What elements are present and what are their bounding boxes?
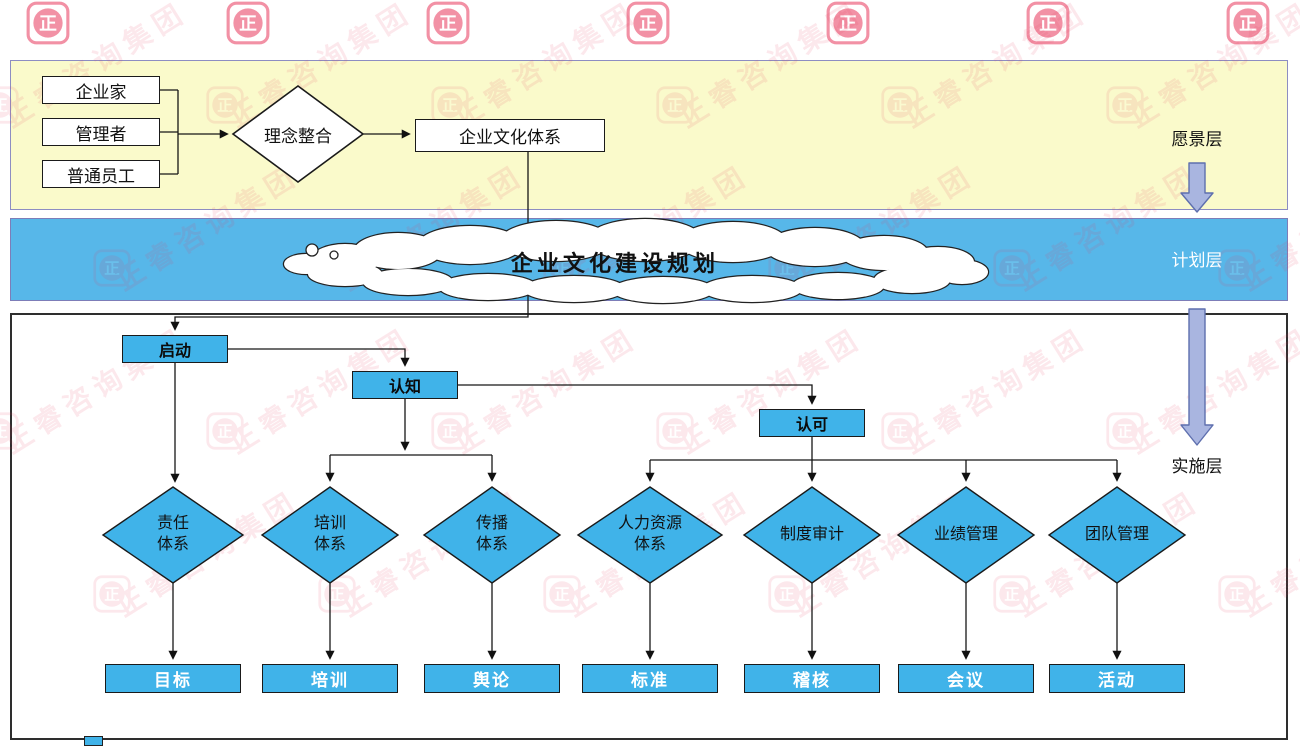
output-box-meeting: 会议 [898,664,1034,693]
stage-box-cognition: 认知 [352,371,458,399]
cropped-element-fragment [84,736,103,746]
source-box-entrepreneur: 企业家 [42,76,160,104]
output-box-standard: 标准 [582,664,718,693]
diamond-team-management [1047,486,1187,584]
diamond-label-hr: 人力资源 体系 [617,515,682,553]
plan-layer-label: 计划层 [1171,250,1223,270]
integration-diamond-label: 理念整合 [264,126,332,146]
diamond-communication-system [422,486,562,584]
output-box-training: 培训 [262,664,398,693]
culture-system-box: 企业文化体系 [415,119,605,152]
diamond-performance-management [896,486,1036,584]
cloud-title: 企业文化建设规划 [510,251,719,276]
output-box-activity: 活动 [1049,664,1185,693]
implementation-layer-label: 实施层 [1171,456,1223,476]
plan-to-implementation-arrow-icon [1180,308,1214,446]
diamond-responsibility-system [101,486,245,584]
vision-layer-label: 愿景层 [1171,129,1223,149]
integration-diamond [231,85,365,183]
stage-box-recognition: 认可 [759,409,865,437]
diamond-label-team: 团队管理 [1084,525,1149,543]
source-box-employee: 普通员工 [42,160,160,188]
thought-bubble-circle [329,250,339,260]
connector-lines [160,89,1122,660]
output-box-goal: 目标 [105,664,241,693]
diamond-label-performance: 业绩管理 [933,525,998,543]
diamond-label-responsibility: 责任 体系 [156,515,189,553]
diamond-training-system [260,486,400,584]
output-box-audit: 稽核 [744,664,880,693]
source-box-manager: 管理者 [42,118,160,146]
diamond-label-institution-audit: 制度审计 [779,525,844,543]
stage-box-start: 启动 [122,335,228,363]
vision-to-plan-arrow-icon [1180,162,1214,213]
diamond-institution-audit [742,486,882,584]
diamond-label-communication: 传播 体系 [475,515,508,553]
output-box-public-opinion: 舆论 [424,664,560,693]
thought-bubble-circle [305,243,319,257]
diamond-hr-system [576,486,724,584]
cloud-shape-fill [284,219,988,303]
diamond-label-training: 培训 体系 [313,515,346,553]
